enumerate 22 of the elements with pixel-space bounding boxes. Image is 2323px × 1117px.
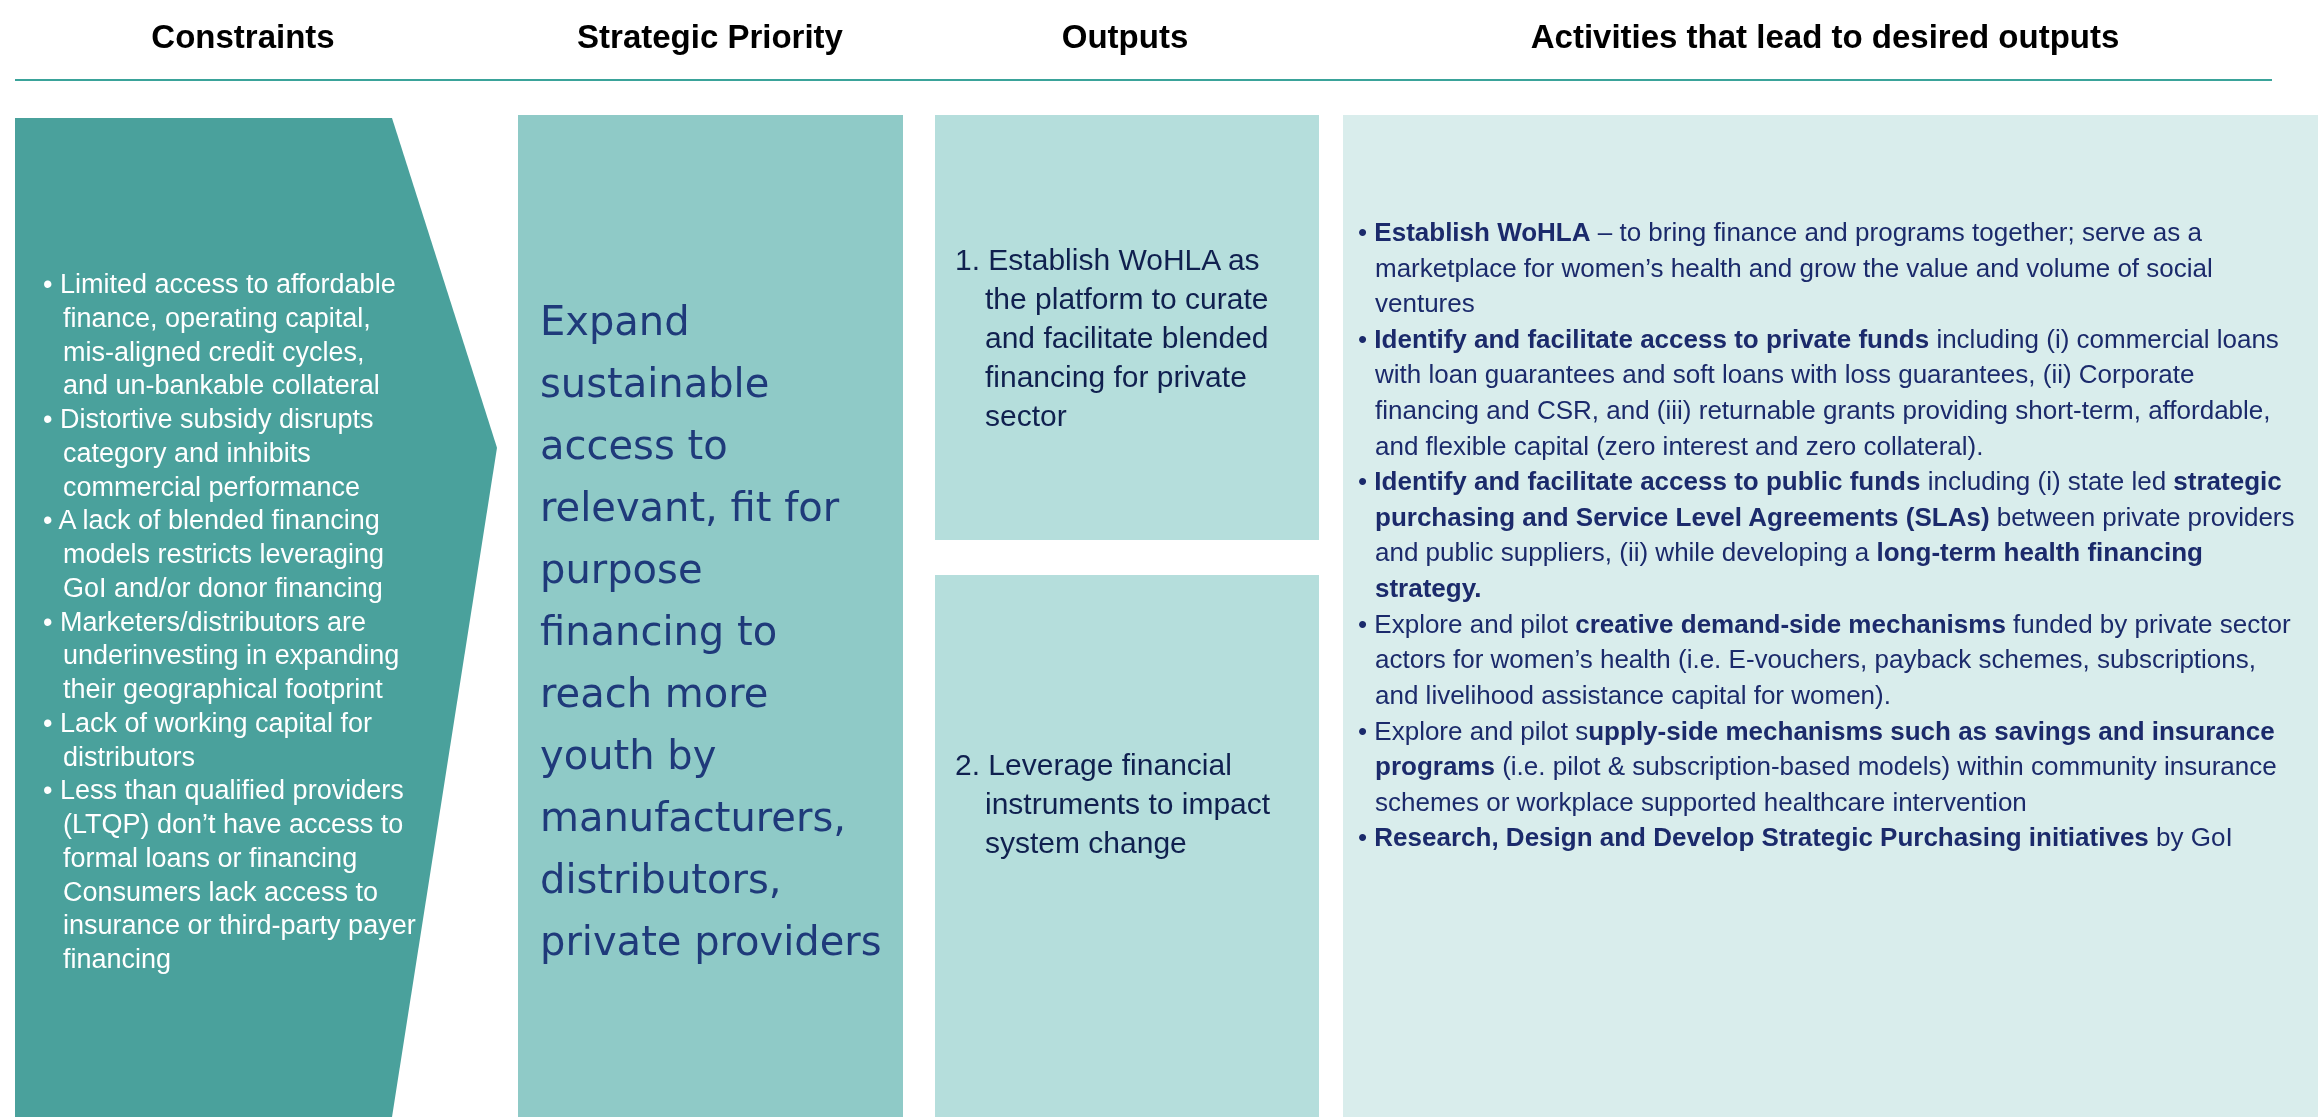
priority-text: Expand sustainable access to relevant, fit for purpose financing to reach more youth by manufacturers, distributors, private providers [540,297,883,966]
activity-item: • Research, Design and Develop Strategic Purchasing initiatives by GoI [1358,821,2234,855]
column-heading: Activities that lead to desired outputs [1530,18,2120,56]
column-heading: Constraints [151,18,335,56]
activity-item: • Identify and facilitate access to public funds including (i) state led strategic purchasing and Service Level Agreements (SLAs) between private providers and public suppliers, (ii) while developing a long-term health financing strategy. [1358,465,2296,606]
activities-panel [1343,115,2318,1117]
output-text: 2. Leverage financial instruments to impact system change [955,747,1272,861]
column-heading: Outputs [1061,18,1189,56]
constraint-item: • Less than qualified providers (LTQP) don’t have access to formal loans or financing Consumers lack access to insurance or third-party payer financing [43,774,417,976]
activity-item: • Explore and pilot creative demand-side mechanisms funded by private sector actors for women’s health (i.e. E-vouchers, payback schemes, subscriptions, and livelihood assistance capital for women). [1358,607,2292,712]
constraint-item: • Lack of working capital for distributors [43,706,374,774]
output-panel [935,115,1319,540]
constraint-item: • Marketers/distributors are underinvesting in expanding their geographical footprint [43,605,401,706]
constraint-item: • Limited access to affordable finance, operating capital, mis-aligned credit cycles, and un-bankable collateral [43,268,397,403]
output-text: 1. Establish WoHLA as the platform to curate and facilitate blended financing for private sector [955,242,1270,434]
output-panel [935,575,1319,1117]
constraints-chevron [15,118,497,1117]
constraint-item: • A lack of blended financing models restricts leveraging GoI and/or donor financing [43,504,386,605]
column-heading: Strategic Priority [577,18,843,56]
constraint-item: • Distortive subsidy disrupts category and inhibits commercial performance [43,403,375,504]
activity-item: • Identify and facilitate access to private funds including (i) commercial loans with loan guarantees and soft loans with loss guarantees, (ii) Corporate financing and CSR, and (iii) returnable grants providing short-term, affordable, and flexible capital (zero interest and zero collateral). [1358,322,2280,463]
priority-panel [518,115,903,1117]
